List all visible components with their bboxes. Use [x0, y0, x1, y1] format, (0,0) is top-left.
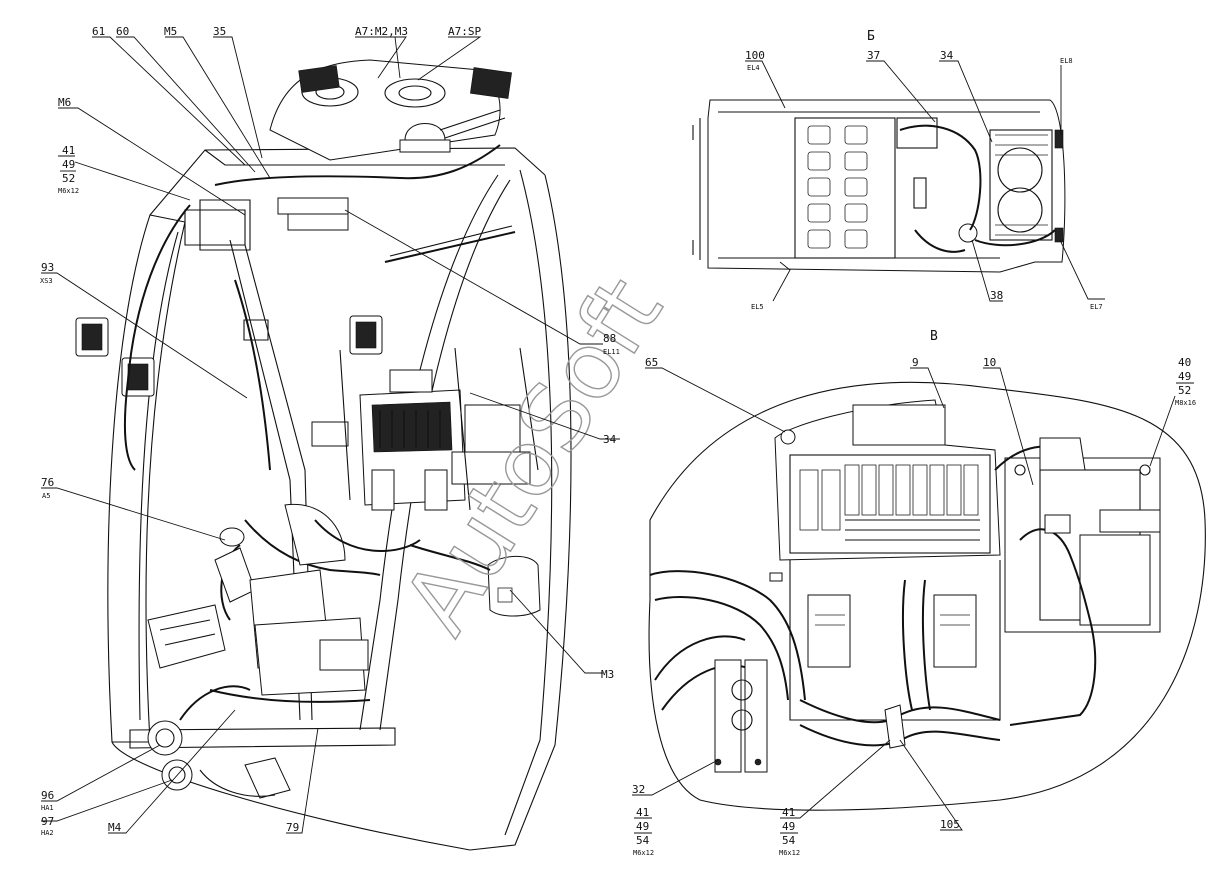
- callout-35: 35: [213, 25, 226, 38]
- stack2-m8x16: M8x16: [1175, 399, 1196, 407]
- callout-105: 105: [940, 818, 960, 831]
- callout-a7-m2-m3: A7:M2,M3: [355, 25, 408, 38]
- callout-m3: M3: [601, 668, 614, 681]
- stack2-52: 52: [1178, 384, 1191, 397]
- callout-93-xs3: XS3: [40, 277, 53, 285]
- callout-100: 100: [745, 49, 765, 62]
- callout-m6: M6: [58, 96, 71, 109]
- callout-93: 93: [41, 261, 54, 274]
- callout-65: 65: [645, 356, 658, 369]
- stack1-m6x12: M6x12: [58, 187, 79, 195]
- callout-100-el4: EL4: [747, 64, 760, 72]
- stack1-52: 52: [62, 172, 75, 185]
- callout-96-ha1: HA1: [41, 804, 54, 812]
- stack3-49: 49: [636, 820, 649, 833]
- stack4-54: 54: [782, 834, 796, 847]
- callout-34-view-b: 34: [940, 49, 954, 62]
- callout-m4: M4: [108, 821, 122, 834]
- callout-37: 37: [867, 49, 880, 62]
- callout-60: 60: [116, 25, 129, 38]
- view-v-panel: [648, 381, 1206, 811]
- callout-97-ha2: HA2: [41, 829, 54, 837]
- callout-88-el11: EL11: [603, 348, 620, 356]
- callout-79: 79: [286, 821, 299, 834]
- callout-76-a5: A5: [42, 492, 50, 500]
- callout-61: 61: [92, 25, 105, 38]
- callout-el5: EL5: [751, 303, 764, 311]
- callout-96: 96: [41, 789, 54, 802]
- callout-m5: M5: [164, 25, 177, 38]
- callout-9: 9: [912, 356, 919, 369]
- callout-el8: EL8: [1060, 57, 1073, 65]
- stack1-41: 41: [62, 144, 75, 157]
- stack1-49: 49: [62, 158, 75, 171]
- callout-labels: 61 60 M5 35 A7:M2,M3 A7:SP M6 41 49 52 M…: [40, 25, 1196, 857]
- callout-97: 97: [41, 815, 54, 828]
- callout-el7: EL7: [1090, 303, 1103, 311]
- stack3-m6x12: M6x12: [633, 849, 654, 857]
- callout-32: 32: [632, 783, 645, 796]
- stack4-m6x12: M6x12: [779, 849, 800, 857]
- leader-lines: [41, 36, 1176, 834]
- stack4-49: 49: [782, 820, 795, 833]
- callout-10: 10: [983, 356, 996, 369]
- stack2-40: 40: [1178, 356, 1191, 369]
- callout-88: 88: [603, 332, 616, 345]
- stack3-54: 54: [636, 834, 650, 847]
- stack3-41: 41: [636, 806, 649, 819]
- view-label-v: В: [930, 329, 938, 344]
- view-label-b: Б: [867, 29, 875, 44]
- callout-38: 38: [990, 289, 1003, 302]
- callout-76: 76: [41, 476, 54, 489]
- main-cab-view: [75, 59, 572, 851]
- view-b-roof: [692, 99, 1066, 273]
- stack4-41: 41: [782, 806, 795, 819]
- callout-a7-sp: A7:SP: [448, 25, 481, 38]
- callout-34-main: 34: [603, 433, 617, 446]
- stack2-49: 49: [1178, 370, 1191, 383]
